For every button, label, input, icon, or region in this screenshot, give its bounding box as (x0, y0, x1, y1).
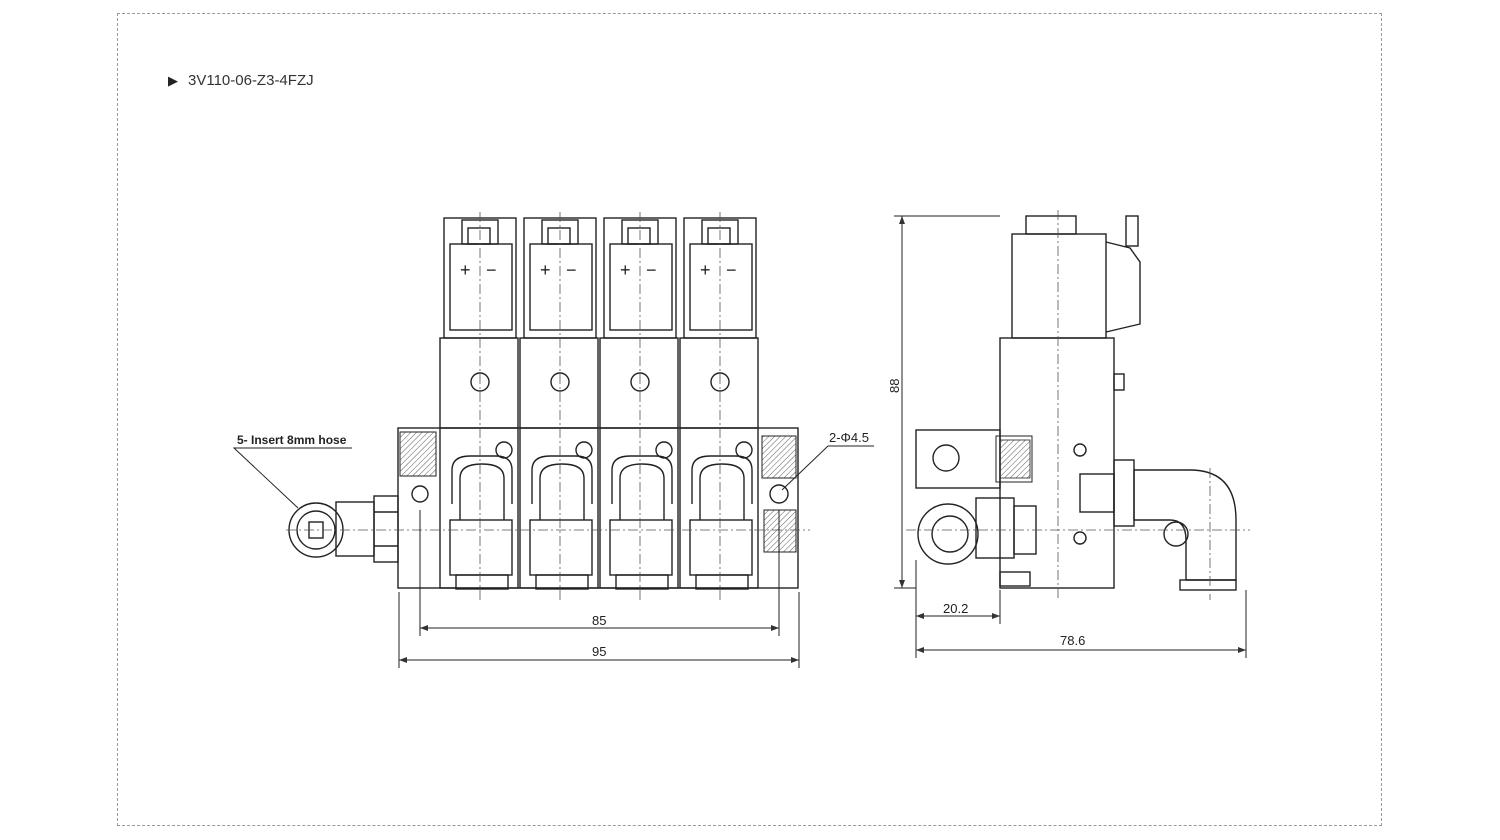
dimension-78-6-label: 78.6 (1060, 633, 1085, 648)
front-view (232, 212, 874, 668)
coil-plus-4: + (700, 260, 711, 280)
hose-note: 5- Insert 8mm hose (237, 433, 347, 447)
coil-body (1011, 233, 1107, 339)
coil-plus-2: + (540, 260, 551, 280)
coil-plus-1: + (460, 260, 471, 280)
play-arrow-icon: ▶ (168, 72, 178, 88)
coil-minus-2: − (566, 260, 577, 280)
hole-note: 2-Φ4.5 (829, 430, 869, 445)
drawing-title: ▶ 3V110-06-Z3-4FZJ (168, 72, 314, 89)
valve-station-1 (439, 217, 519, 590)
dimension-95-label: 95 (592, 644, 606, 659)
dimension-85-label: 85 (592, 613, 606, 628)
valve-station-2 (519, 217, 599, 590)
hose-leader (232, 447, 352, 509)
hole-leader (781, 445, 874, 491)
coil-minus-4: − (726, 260, 737, 280)
coil-minus-3: − (646, 260, 657, 280)
hose-fitting (288, 495, 399, 563)
mounting-hole (769, 484, 789, 504)
model-number: 3V110-06-Z3-4FZJ (188, 72, 314, 89)
valve-station-3 (599, 217, 679, 590)
side-view (894, 210, 1250, 658)
dimension-88-label: 88 (887, 379, 902, 393)
coil-minus-1: − (486, 260, 497, 280)
valve-station-4 (679, 217, 759, 590)
coil-plus-3: + (620, 260, 631, 280)
drawing-frame (117, 13, 1382, 826)
dimension-20-2-label: 20.2 (943, 601, 968, 616)
